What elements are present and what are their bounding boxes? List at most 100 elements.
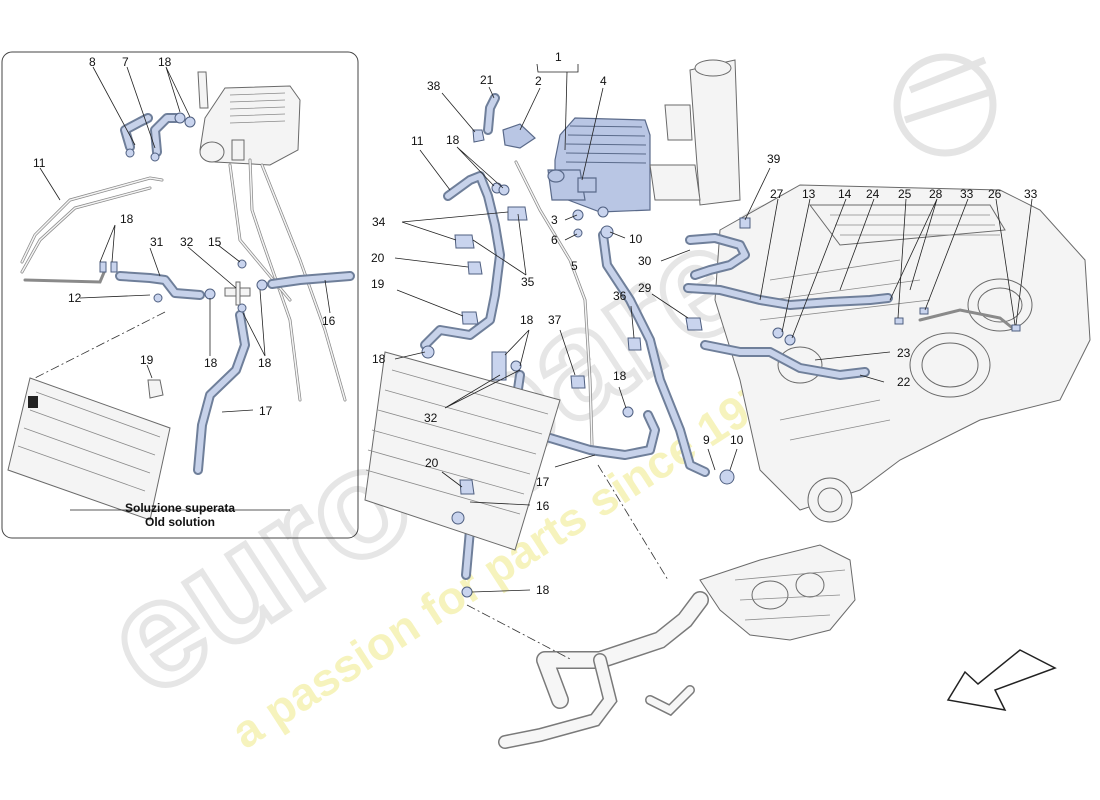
- callout-20-lower: 20: [425, 456, 439, 470]
- callout-in-18b: 18: [120, 212, 134, 226]
- clip-34a: [507, 206, 528, 221]
- watermark-watch-icon: [893, 53, 997, 157]
- callout-17: 17: [536, 475, 550, 489]
- clip-25: [894, 317, 904, 325]
- clamp-18-left: [421, 345, 435, 359]
- callout-5: 5: [571, 259, 578, 273]
- bracket-19: [461, 311, 479, 325]
- pipe-26: [918, 308, 1017, 332]
- callout-36: 36: [613, 289, 627, 303]
- inset-clamp-18c: [99, 261, 107, 273]
- callout-in-12: 12: [68, 291, 82, 305]
- callout-22: 22: [897, 375, 911, 389]
- callout-25: 25: [898, 187, 912, 201]
- callout-in-16: 16: [322, 314, 336, 328]
- callout-37: 37: [548, 313, 562, 327]
- inset-hose-17: [193, 310, 250, 475]
- callout-4: 4: [600, 74, 607, 88]
- callout-10-lower: 10: [730, 433, 744, 447]
- callout-39: 39: [767, 152, 781, 166]
- clamp-18-mid: [622, 406, 634, 418]
- callout-28: 28: [929, 187, 943, 201]
- callout-in-11: 11: [33, 156, 46, 170]
- callout-14: 14: [838, 187, 852, 201]
- callout-in-19: 19: [140, 353, 154, 367]
- dash-link-pump: [597, 464, 669, 581]
- clip-27: [772, 327, 784, 339]
- clip-33a: [919, 307, 929, 315]
- inset-frame: [1, 51, 359, 539]
- callout-18-mid-left: 18: [520, 313, 534, 327]
- inset-clamp-12: [153, 293, 163, 303]
- inset-radiator: [7, 377, 171, 521]
- main-expansion-tank: [547, 117, 651, 218]
- inset-bracket-19: [147, 379, 164, 399]
- callout-in-31: 31: [150, 235, 164, 249]
- radiator: [364, 351, 561, 551]
- callout-in-32: 32: [180, 235, 194, 249]
- clip-33b: [1011, 324, 1021, 332]
- callout-11: 11: [411, 134, 424, 148]
- clip-24: [784, 334, 796, 346]
- callout-3: 3: [551, 213, 558, 227]
- inset-caption-italian: Soluzione superata: [125, 501, 235, 515]
- callout-in-17: 17: [259, 404, 273, 418]
- callout-13: 13: [802, 187, 816, 201]
- callout-6: 6: [551, 233, 558, 247]
- callout-16: 16: [536, 499, 550, 513]
- callout-in-18c: 18: [204, 356, 218, 370]
- callout-18-bottom: 18: [536, 583, 550, 597]
- tee-32: [491, 351, 507, 381]
- callout-20-upper: 20: [371, 251, 385, 265]
- clamp-10-upper: [600, 225, 614, 239]
- clip-20-lower: [459, 479, 475, 495]
- callout-in-18d: 18: [258, 356, 272, 370]
- callout-18-left: 18: [372, 352, 386, 366]
- inset-expansion-tank: [197, 71, 347, 402]
- callout-labels: 8 7 18 11 18 31 32 15 12 16 18 18 19 17 …: [33, 50, 1038, 597]
- callout-10-upper: 10: [629, 232, 643, 246]
- inset-leaders: [39, 66, 331, 413]
- callout-26: 26: [988, 187, 1002, 201]
- main-leaders: [394, 63, 1033, 593]
- callout-9: 9: [703, 433, 710, 447]
- dash-link-pipe: [466, 604, 573, 661]
- orientation-arrow-icon: [946, 649, 1057, 711]
- callout-34: 34: [372, 215, 386, 229]
- inset-caption-english: Old solution: [145, 515, 215, 529]
- plug-38: [472, 129, 485, 143]
- callout-27: 27: [770, 187, 784, 201]
- callout-1: 1: [555, 50, 562, 64]
- inset-dashed-link: [34, 311, 166, 379]
- callout-30: 30: [638, 254, 652, 268]
- callout-2: 2: [535, 74, 542, 88]
- callout-21: 21: [480, 73, 494, 87]
- seal-3: [572, 209, 584, 221]
- inset-clamp-18b: [184, 116, 196, 128]
- seal-6: [573, 228, 583, 238]
- callout-32: 32: [424, 411, 438, 425]
- callout-in-18a: 18: [158, 55, 172, 69]
- callout-in-8: 8: [89, 55, 96, 69]
- callout-23: 23: [897, 346, 911, 360]
- clip-34b: [454, 234, 475, 249]
- callout-38: 38: [427, 79, 441, 93]
- clamp-10-lower: [719, 469, 735, 485]
- callout-33a: 33: [960, 187, 974, 201]
- callout-35: 35: [521, 275, 535, 289]
- inset-clamp-18d: [204, 288, 216, 300]
- callout-19: 19: [371, 277, 385, 291]
- watermark-watch-strap: [903, 56, 992, 124]
- water-pump-assembly: [699, 544, 856, 641]
- callout-in-7: 7: [122, 55, 129, 69]
- inset-panel: [1, 51, 359, 539]
- clip-20: [467, 261, 483, 275]
- clamp-18-16: [510, 360, 522, 372]
- callout-in-15: 15: [208, 235, 222, 249]
- lower-coolant-pipe: [498, 591, 709, 749]
- clip-36: [627, 337, 642, 351]
- inset-clamp-18a: [174, 112, 186, 124]
- plug-39: [739, 217, 751, 229]
- clip-37: [570, 375, 586, 389]
